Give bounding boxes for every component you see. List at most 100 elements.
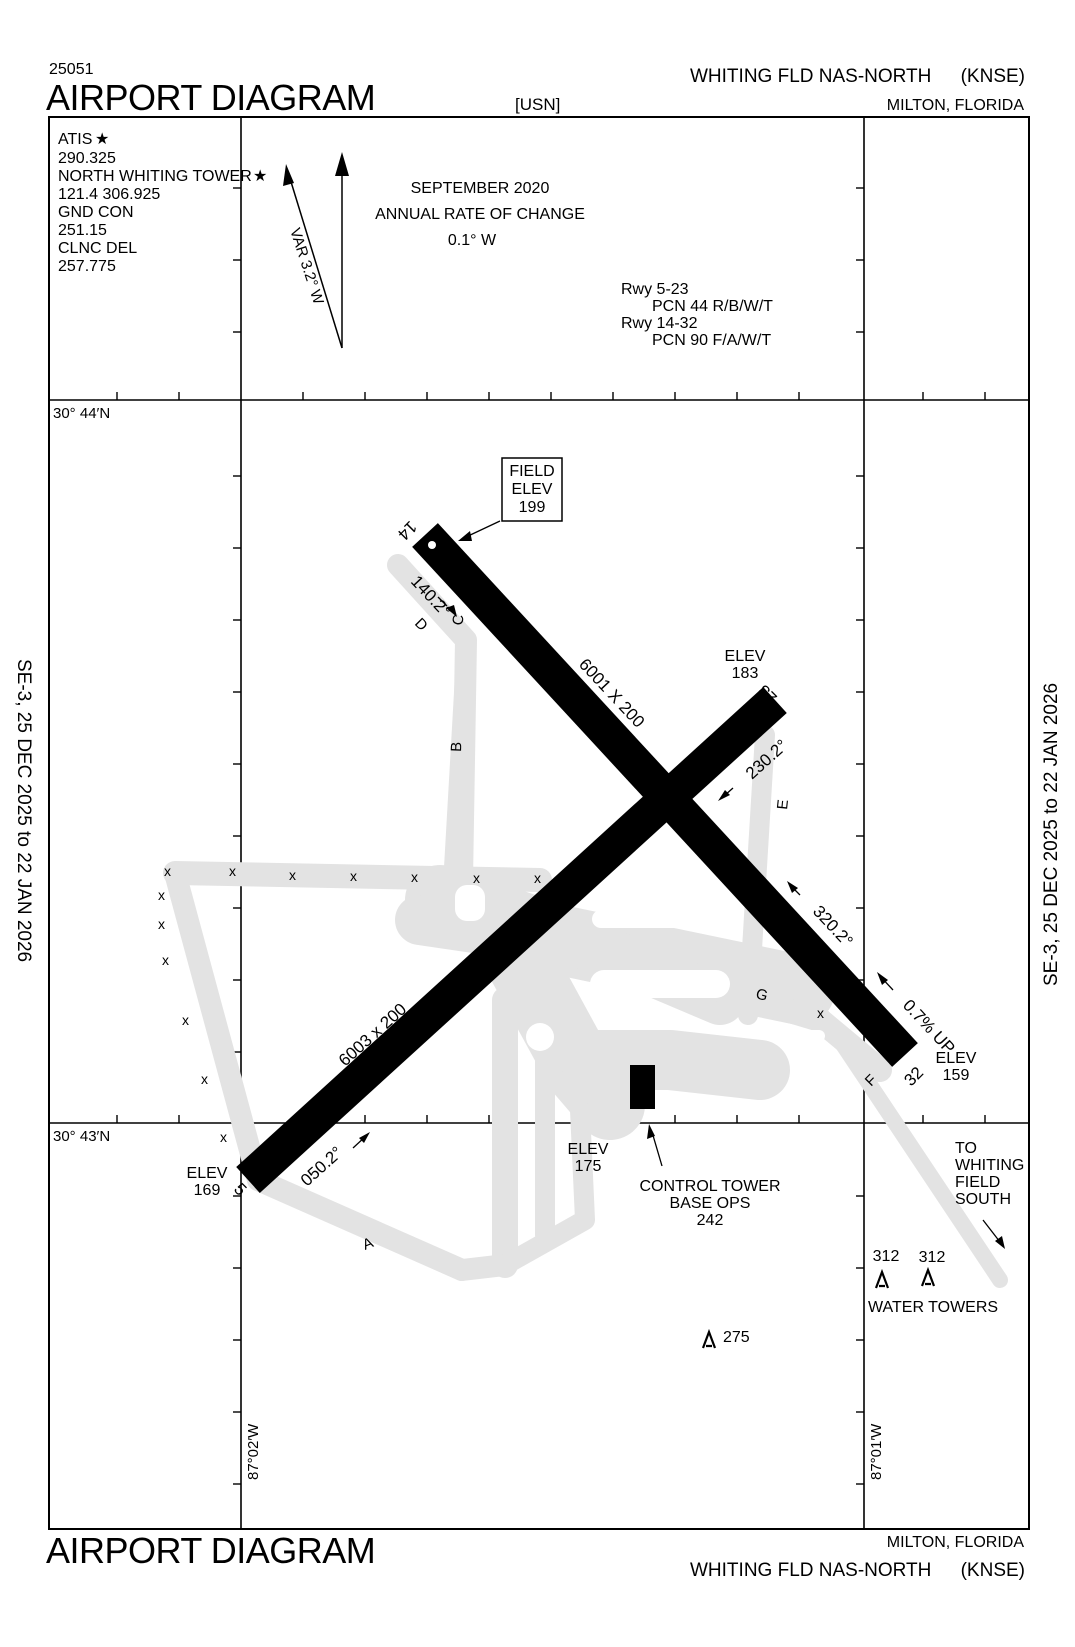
gradient-arrow-icon	[877, 972, 888, 985]
lat-south-label: 30° 43′N	[53, 1128, 110, 1145]
lon-west-label: 87°02′W	[245, 1423, 262, 1480]
field-elev-value: 199	[519, 499, 546, 516]
field-elev-l2: ELEV	[512, 481, 553, 498]
svg-text:x: x	[289, 867, 296, 883]
airport-name-top: WHITING FLD NAS-NORTH	[690, 66, 931, 87]
to-whiting-l2: WHITING	[955, 1157, 1024, 1174]
airport-name-bottom: WHITING FLD NAS-NORTH	[690, 1560, 931, 1581]
pcn-rwy2: Rwy 14-32	[621, 315, 698, 332]
to-whiting-l3: FIELD	[955, 1174, 1000, 1191]
svg-text:x: x	[162, 952, 169, 968]
gnd-freq: 251.15	[58, 222, 107, 239]
runway-14-label: 14	[394, 517, 421, 544]
heading-320-arrow-icon	[787, 881, 798, 893]
water-tower-a-height: 312	[873, 1248, 900, 1265]
elev-183-label: ELEV	[725, 648, 766, 665]
magvar-label: VAR 3.2° W	[286, 226, 327, 307]
runway-5-23	[236, 687, 787, 1193]
taxiway-c-label: C	[449, 613, 468, 627]
title-top: AIRPORT DIAGRAM	[46, 77, 375, 118]
magvar-rate: 0.1° W	[448, 232, 497, 249]
magvar-rate-label: ANNUAL RATE OF CHANGE	[375, 206, 585, 223]
control-tower-l2: BASE OPS	[670, 1195, 751, 1212]
pcn-rwy1-value: PCN 44 R/B/W/T	[652, 298, 773, 315]
to-whiting-arrow-line	[982, 1219, 1001, 1243]
to-whiting-l1: TO	[955, 1140, 977, 1157]
chart-number: 25051	[49, 61, 94, 78]
svg-text:x: x	[158, 887, 165, 903]
airport-id-bottom: (KNSE)	[961, 1560, 1025, 1581]
heading-230-arrow-icon	[718, 790, 730, 801]
water-tower-a-icon	[874, 1268, 890, 1289]
tower-freq: 121.4 306.925	[58, 186, 160, 203]
apron-cutouts	[455, 885, 825, 1051]
elev-159-value: 159	[943, 1067, 970, 1084]
to-whiting-arrow-icon	[995, 1236, 1005, 1249]
effective-dates-left: SE-3, 25 DEC 2025 to 22 JAN 2026	[13, 659, 34, 962]
svg-text:x: x	[158, 916, 165, 932]
taxiway-g-label: G	[754, 985, 770, 1004]
water-tower-b-icon	[920, 1266, 936, 1287]
elev-175-value: 175	[575, 1158, 602, 1175]
magvar-date: SEPTEMBER 2020	[411, 180, 550, 197]
runway-32-label: 32	[900, 1063, 927, 1090]
svg-text:x: x	[473, 870, 480, 886]
atis-star-icon: ★	[95, 131, 109, 148]
lon-east-label: 87°01′W	[868, 1423, 885, 1480]
city-top: MILTON, FLORIDA	[887, 97, 1025, 114]
tower-label: NORTH WHITING TOWER	[58, 168, 252, 185]
operator-label: [USN]	[515, 95, 560, 114]
runway-14-threshold-marker	[428, 541, 436, 549]
control-tower-l1: CONTROL TOWER	[639, 1178, 780, 1195]
magnetic-north-line	[287, 171, 343, 349]
city-bottom: MILTON, FLORIDA	[887, 1534, 1025, 1551]
svg-text:x: x	[229, 863, 236, 879]
pcn-rwy2-value: PCN 90 F/A/W/T	[652, 332, 771, 349]
heading-140-arrow-icon	[446, 605, 457, 617]
field-elev-pointer	[465, 520, 501, 538]
graticule-ticks	[116, 187, 986, 1485]
taxiway-b-label: B	[448, 742, 465, 753]
svg-text:x: x	[350, 868, 357, 884]
heading-140-arrow-line	[437, 596, 448, 607]
taxiway-d-label: D	[411, 615, 431, 635]
taxiway-e-label: E	[774, 799, 792, 811]
field-elev-arrow-icon	[458, 531, 472, 541]
svg-text:x: x	[182, 1012, 189, 1028]
control-tower-arrow-icon	[647, 1124, 655, 1139]
diagram-frame	[48, 116, 1030, 1530]
field-elev-l1: FIELD	[509, 463, 554, 480]
svg-text:x: x	[164, 863, 171, 879]
svg-text:x: x	[201, 1071, 208, 1087]
to-whiting-l4: SOUTH	[955, 1191, 1011, 1208]
atis-freq: 290.325	[58, 150, 116, 167]
obstacle-275-height: 275	[723, 1329, 750, 1346]
control-tower-building	[630, 1065, 655, 1109]
obstacle-275-icon	[701, 1328, 717, 1349]
tower-star-icon: ★	[253, 168, 267, 185]
control-tower-pointer	[651, 1131, 663, 1167]
lat-north-label: 30° 44′N	[53, 405, 110, 422]
clnc-freq: 257.775	[58, 258, 116, 275]
control-tower-l3: 242	[697, 1212, 724, 1229]
elev-169-label: ELEV	[187, 1165, 228, 1182]
elev-175-label: ELEV	[568, 1141, 609, 1158]
heading-050-arrow-icon	[359, 1132, 370, 1143]
gnd-label: GND CON	[58, 204, 134, 221]
elev-183-value: 183	[732, 665, 759, 682]
water-towers-label: WATER TOWERS	[868, 1299, 998, 1316]
svg-text:x: x	[817, 1005, 824, 1021]
effective-dates-right: SE-3, 25 DEC 2025 to 22 JAN 2026	[1041, 683, 1062, 986]
water-tower-b-height: 312	[919, 1249, 946, 1266]
title-bottom: AIRPORT DIAGRAM	[46, 1530, 375, 1571]
pcn-rwy1: Rwy 5-23	[621, 281, 689, 298]
clnc-label: CLNC DEL	[58, 240, 137, 257]
airport-id-top: (KNSE)	[961, 66, 1025, 87]
elev-169-value: 169	[194, 1182, 221, 1199]
svg-text:x: x	[534, 870, 541, 886]
magnetic-north-arrow-icon	[283, 164, 294, 186]
true-north-arrow-icon	[335, 152, 349, 176]
svg-text:x: x	[411, 869, 418, 885]
svg-text:x: x	[220, 1129, 227, 1145]
